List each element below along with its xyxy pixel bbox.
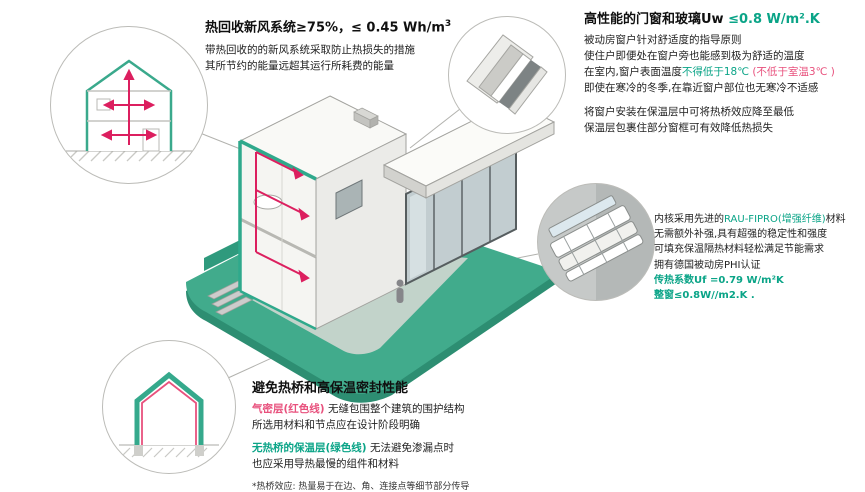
- insulation-illustration: [119, 371, 219, 458]
- heat-recovery-title-sup: 3: [444, 19, 452, 29]
- heat-recovery-annotation: 热回收新风系统≥75%，≤ 0.45 Wh/m3 带热回收的的新风系统采取防止热…: [205, 19, 505, 74]
- connector-line: [409, 108, 461, 149]
- insulation-line2: 也应采用导热最慢的组件和材料: [252, 458, 399, 471]
- thermal-annotation: 避免热桥和高保温密封性能 气密层(红色线) 无缝包围整个建筑的围护结构 所选用材…: [252, 381, 602, 492]
- insulation-callout: [102, 340, 236, 474]
- wall-corner-detail: [466, 34, 548, 115]
- profile-uf-value: 传热系数Uf =0.79 W/m²K: [654, 274, 784, 286]
- ground-hatch: [120, 447, 208, 458]
- insulation-label: 无热桥的保温层(绿色线): [252, 442, 367, 455]
- foundation: [134, 445, 143, 456]
- insulation-line-mixed: 无热桥的保温层(绿色线) 无法避免渗漏点时: [252, 441, 602, 457]
- wing-roof-side: [383, 164, 427, 199]
- airtight-layer-text: 气密层(红色线) 无缝包围整个建筑的围护结构 所选用材料和节点应在设计阶段明确: [252, 402, 602, 434]
- windows-desc-line: 保温层包裹住部分窗框可有效降低热损失: [584, 122, 773, 135]
- insulation-layer-green-line: [134, 371, 204, 445]
- window-corner-callout: [448, 16, 566, 134]
- roof-equipment: [353, 107, 379, 129]
- heat-recovery-title: 热回收新风系统≥75%，≤ 0.45 Wh/m3: [205, 19, 505, 37]
- heat-recovery-desc-line: 其所节约的能量远超其运行所耗费的能量: [205, 59, 394, 72]
- heat-recovery-callout: [50, 26, 208, 184]
- window-profile-illustration: [548, 184, 654, 300]
- window-small: [335, 179, 363, 220]
- insulation-layer-text: 无热桥的保温层(绿色线) 无法避免渗漏点时 也应采用导热最慢的组件和材料: [252, 441, 602, 473]
- window-profile-section: [548, 195, 644, 282]
- profile-l1-black2: 材料: [825, 214, 846, 225]
- windows-desc-line: 使住户即便处在窗户旁也能感到极为舒适的温度: [584, 50, 805, 63]
- windows-desc-line: 被动房窗户针对舒适度的指导原则: [584, 34, 742, 47]
- heat-recovery-illustration: [65, 59, 193, 162]
- window-corner-illustration: [466, 34, 548, 115]
- windows-description-1: 被动房窗户针对舒适度的指导原则 使住户即便处在窗户旁也能感到极为舒适的温度 在室…: [584, 33, 862, 97]
- insulation-cut-edge-bottom: [239, 289, 317, 331]
- ground-hatch: [66, 150, 186, 162]
- windows-line3-pink: (不低于室温3℃ ): [749, 66, 835, 79]
- heat-recovery-desc-line: 带热回收的的新风系统采取防止热损失的措施: [205, 43, 415, 56]
- profile-desc-line: 拥有德国被动房PHI认证: [654, 259, 761, 271]
- windows-desc-line-mixed: 在室内,窗户表面温度不得低于18℃ (不低于室温3℃ ): [584, 65, 862, 81]
- windows-description-2: 将窗户安装在保温层中可将热桥效应降至最低 保温层包裹住部分窗框可有效降低热损失: [584, 105, 862, 137]
- profile-description: 内核采用先进的RAU-FIPRO(增强纤维)材料 无需额外补强,具有超强的稳定性…: [654, 212, 862, 303]
- profile-l1-black: 内核采用先进的: [654, 214, 724, 225]
- profile-desc-line: 无需额外补强,具有超强的稳定性和强度: [654, 229, 828, 241]
- heat-recovery-description: 带热回收的的新风系统采取防止热损失的措施 其所节约的能量远超其运行所耗费的能量: [205, 43, 505, 75]
- window-profile-callout: [537, 183, 655, 301]
- windows-annotation: 高性能的门窗和玻璃Uw ≤0.8 W/m².K 被动房窗户针对舒适度的指导原则 …: [584, 12, 862, 137]
- airtight-label: 气密层(红色线): [252, 403, 325, 416]
- interior-floor-slab: [239, 217, 317, 259]
- ventilation-ducts: [255, 151, 310, 283]
- windows-title-green: ≤0.8 W/m².K: [728, 12, 820, 27]
- retaining-wall: [204, 239, 242, 271]
- airtight-rest: 无缝包围整个建筑的围护结构: [324, 403, 465, 416]
- profile-line-mixed: 内核采用先进的RAU-FIPRO(增强纤维)材料: [654, 212, 862, 227]
- windows-line3-green: 不得低于18℃: [681, 66, 749, 79]
- thermal-footnote: *热桥效应: 热量易于在边、角、连接点等细节部分传导: [252, 482, 470, 492]
- profile-annotation: 内核采用先进的RAU-FIPRO(增强纤维)材料 无需额外补强,具有超强的稳定性…: [654, 212, 862, 303]
- profile-uw-value: 整窗≤0.8W//m2.K .: [654, 289, 755, 301]
- insulation-rest: 无法避免渗漏点时: [366, 442, 454, 455]
- profile-l1-green: RAU-FIPRO(增强纤维): [724, 214, 826, 225]
- windows-title: 高性能的门窗和玻璃Uw ≤0.8 W/m².K: [584, 12, 862, 28]
- glass-reflection: [410, 189, 426, 279]
- windows-line3-black: 在室内,窗户表面温度: [584, 66, 682, 79]
- airflow-arrows-icon: [100, 68, 158, 145]
- isometric-house: [238, 95, 556, 331]
- foundation: [195, 445, 204, 456]
- windows-title-black: 高性能的门窗和玻璃Uw: [584, 12, 729, 27]
- door: [142, 128, 160, 152]
- airtight-line-mixed: 气密层(红色线) 无缝包围整个建筑的围护结构: [252, 402, 602, 418]
- glass-mullions: [433, 152, 491, 270]
- windows-desc-line: 即使在寒冷的冬季,在靠近窗户部位也无寒冷不适感: [584, 82, 819, 95]
- airtight-line2: 所选用材料和节点应在设计阶段明确: [252, 419, 420, 432]
- thermal-title: 避免热桥和高保温密封性能: [252, 381, 409, 396]
- profile-desc-line: 可填充保温隔热材料轻松满足节能需求: [654, 244, 824, 256]
- insulation-cut-edge: [238, 139, 317, 291]
- windows-desc-line: 将窗户安装在保温层中可将热桥效应降至最低: [584, 106, 794, 119]
- person-figure: [396, 279, 404, 303]
- heat-recovery-title-text: 热回收新风系统≥75%，≤ 0.45 Wh/m: [205, 20, 445, 36]
- airtight-layer-red-line: [141, 380, 197, 445]
